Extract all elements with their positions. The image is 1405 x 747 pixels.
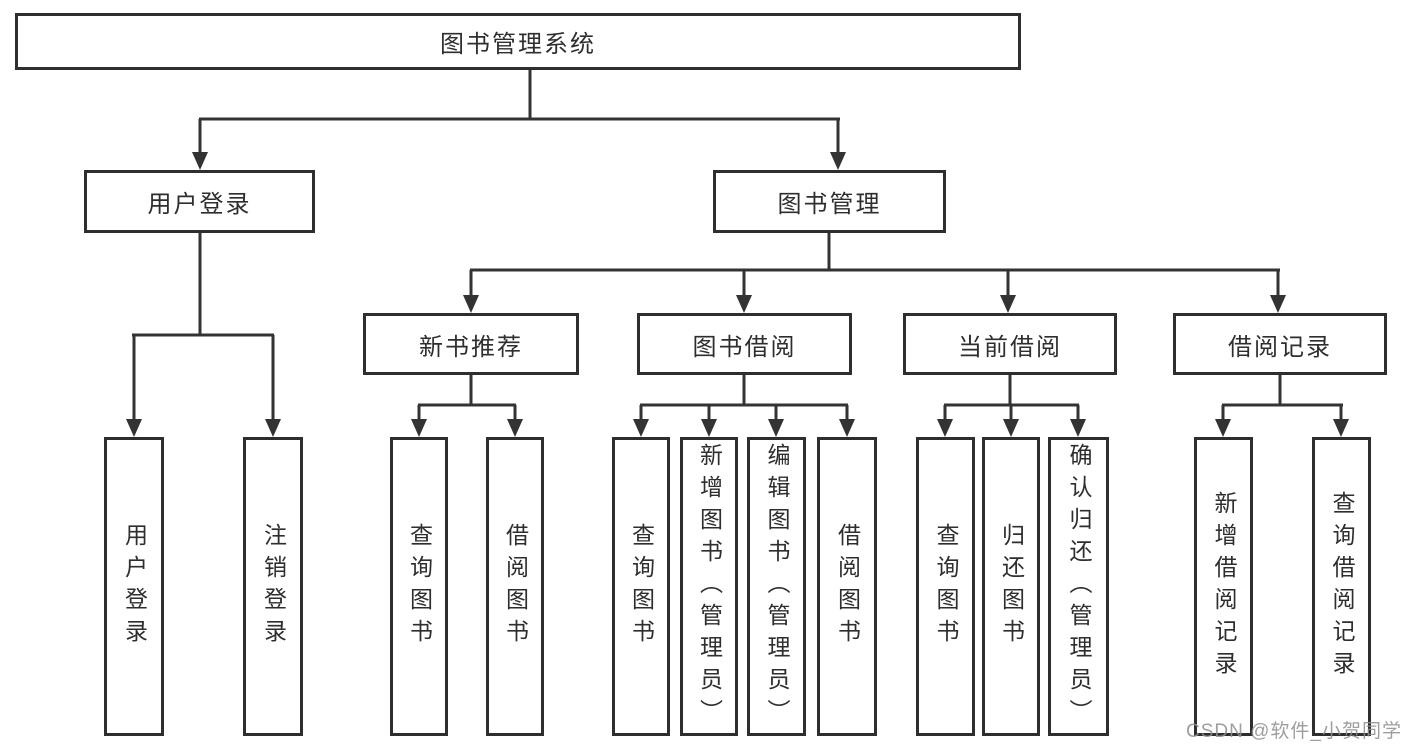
node-book-borrowing-label: 图书借阅 [692, 333, 797, 361]
node-new-book-recommend: 新书推荐 [363, 313, 579, 375]
leaf-add-books-admin-label: 新增图书（管理员） [696, 442, 723, 731]
node-borrowing-records: 借阅记录 [1173, 313, 1387, 375]
leaf-edit-books-admin-label: 编辑图书（管理员） [764, 442, 790, 731]
leaf-query-borrow-record: 查询借阅记录 [1312, 437, 1371, 736]
leaf-user-login: 用户登录 [104, 437, 164, 736]
leaf-query-books-borrowing-label: 查询图书 [628, 522, 655, 651]
leaf-query-books-recommend-label: 查询图书 [406, 522, 433, 651]
node-user-login: 用户登录 [84, 170, 315, 233]
csdn-watermark: CSDN @软件_小贺同学 [1186, 721, 1402, 742]
node-user-login-label: 用户登录 [147, 191, 252, 218]
leaf-borrow-books-recommend: 借阅图书 [486, 437, 544, 736]
leaf-borrow-books-recommend-label: 借阅图书 [502, 522, 529, 651]
leaf-logout: 注销登录 [243, 437, 303, 736]
node-book-borrowing: 图书借阅 [637, 313, 852, 375]
leaf-query-books-recommend: 查询图书 [390, 437, 448, 736]
node-borrowing-records-label: 借阅记录 [1228, 333, 1332, 361]
leaf-add-borrow-record-label: 新增借阅记录 [1211, 490, 1237, 683]
leaf-query-borrow-record-label: 查询借阅记录 [1329, 490, 1355, 683]
leaf-borrow-books-borrowing: 借阅图书 [817, 437, 877, 736]
node-book-management: 图书管理 [713, 170, 946, 233]
node-root-label: 图书管理系统 [440, 31, 596, 58]
node-current-borrowing: 当前借阅 [903, 313, 1117, 375]
leaf-confirm-return-admin-label: 确认归还（管理员） [1066, 442, 1092, 731]
leaf-user-login-label: 用户登录 [121, 522, 148, 651]
leaf-query-books-current: 查询图书 [916, 437, 975, 736]
leaf-confirm-return-admin: 确认归还（管理员） [1048, 437, 1109, 736]
node-new-book-recommend-label: 新书推荐 [419, 333, 523, 361]
leaf-return-books-label: 归还图书 [998, 522, 1025, 651]
leaf-return-books: 归还图书 [982, 437, 1040, 736]
leaf-add-borrow-record: 新增借阅记录 [1194, 437, 1253, 736]
connector-lines [132, 70, 1343, 423]
leaf-query-books-current-label: 查询图书 [933, 522, 959, 651]
node-current-borrowing-label: 当前借阅 [958, 333, 1062, 361]
leaf-logout-label: 注销登录 [260, 522, 287, 651]
node-book-management-label: 图书管理 [777, 191, 882, 218]
leaf-edit-books-admin: 编辑图书（管理员） [747, 437, 806, 736]
leaf-add-books-admin: 新增图书（管理员） [680, 437, 738, 736]
node-root: 图书管理系统 [15, 13, 1021, 70]
leaf-query-books-borrowing: 查询图书 [612, 437, 670, 736]
leaf-borrow-books-borrowing-label: 借阅图书 [834, 522, 861, 651]
